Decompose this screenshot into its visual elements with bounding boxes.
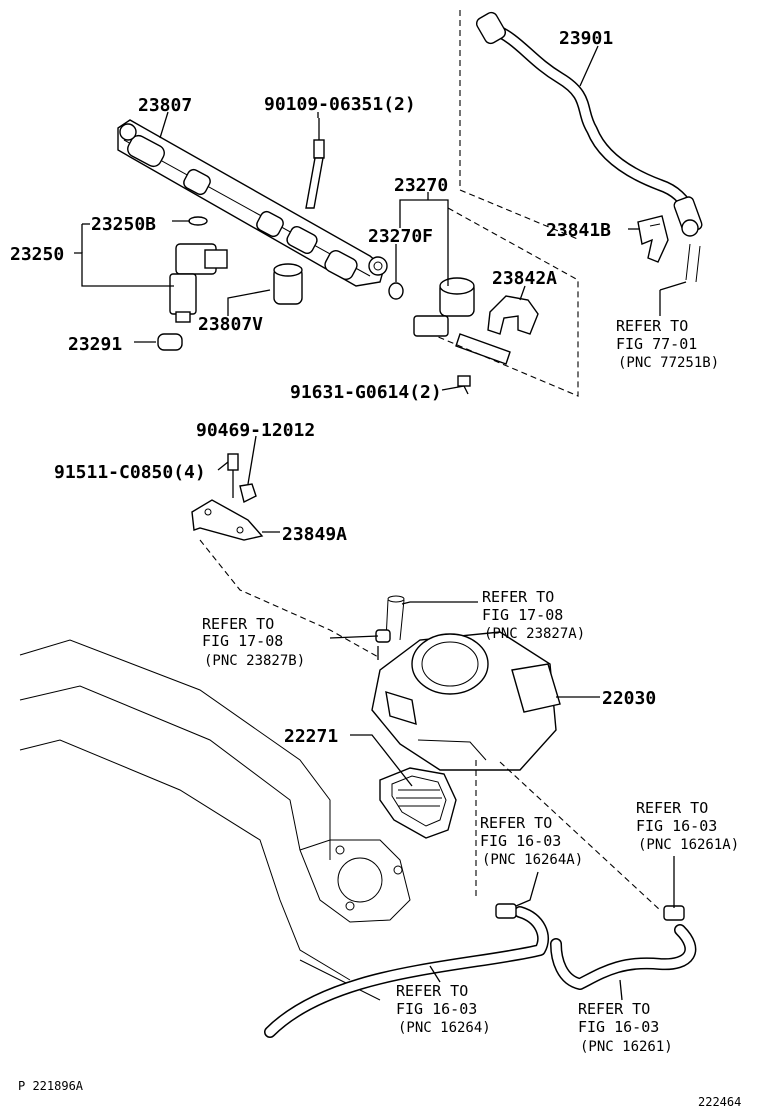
ref-line-3: (PNC 16261A) (638, 837, 739, 853)
ref-line-3: (PNC 23827B) (204, 653, 305, 669)
ref-line-1: REFER TO (202, 615, 274, 633)
ref-line-3: (PNC 16261) (580, 1039, 673, 1055)
intake-manifold (19, 639, 411, 1001)
regulator-23270 (413, 277, 511, 365)
fuel-hose-23901 (475, 11, 703, 237)
label-23270[interactable]: 23270 (394, 175, 448, 196)
label-23807v[interactable]: 23807V (198, 314, 263, 335)
ref-line-1: REFER TO (480, 814, 552, 832)
injector-23250 (169, 243, 228, 323)
throttle-body-22030 (371, 631, 561, 771)
ref-line-2: FIG 17-08 (202, 632, 283, 650)
fuel-rail-23807 (117, 119, 388, 287)
ref-line-3: (PNC 16264) (398, 1020, 491, 1036)
insulator-23807v (273, 263, 303, 305)
label-23250[interactable]: 23250 (10, 244, 64, 265)
seal-23291 (157, 333, 183, 351)
ref-line-3: (PNC 23827A) (484, 626, 585, 642)
footer-left: P 221896A (18, 1079, 84, 1093)
ref-line-1: REFER TO (616, 317, 688, 335)
label-23841b[interactable]: 23841B (546, 220, 611, 241)
label-91511[interactable]: 91511-C0850(4) (54, 462, 206, 483)
coolant-hose-16264 (264, 903, 550, 1038)
ref-fig-17-08-a[interactable]: REFER TO FIG 17-08 (PNC 23827A) (482, 588, 585, 642)
ref-line-2: FIG 17-08 (482, 606, 563, 624)
o-ring-23270f (388, 282, 404, 300)
ref-line-2: FIG 16-03 (480, 832, 561, 850)
ref-line-2: FIG 16-03 (578, 1018, 659, 1036)
bolt-91631 (457, 375, 471, 395)
ref-fig-16-03-d[interactable]: REFER TO FIG 16-03 (PNC 16261) (578, 1000, 673, 1055)
label-22030[interactable]: 22030 (602, 688, 656, 709)
ref-fig-16-03-a[interactable]: REFER TO FIG 16-03 (PNC 16264A) (480, 814, 583, 868)
clip-23841b (637, 215, 669, 263)
ref-fig-16-03-b[interactable]: REFER TO FIG 16-03 (PNC 16261A) (636, 799, 739, 853)
leader-lines (74, 45, 687, 1001)
label-22271[interactable]: 22271 (284, 726, 338, 747)
label-23901[interactable]: 23901 (559, 28, 613, 49)
bolt-90109 (305, 118, 325, 209)
ref-fig-17-08-b[interactable]: REFER TO FIG 17-08 (PNC 23827B) (202, 615, 305, 669)
label-91631[interactable]: 91631-G0614(2) (290, 382, 442, 403)
label-23842a[interactable]: 23842A (492, 268, 557, 289)
clamp-23842a (487, 295, 539, 335)
bracket-23849a (191, 453, 264, 541)
ref-line-2: FIG 16-03 (396, 1000, 477, 1018)
label-23250b[interactable]: 23250B (91, 214, 156, 235)
ref-line-3: (PNC 16264A) (482, 852, 583, 868)
ref-line-1: REFER TO (636, 799, 708, 817)
label-23270f[interactable]: 23270F (368, 226, 433, 247)
ref-line-3: (PNC 77251B) (618, 355, 719, 371)
ref-line-2: FIG 77-01 (616, 335, 697, 353)
gasket-22271 (379, 767, 457, 839)
ref-fig-77-01[interactable]: REFER TO FIG 77-01 (PNC 77251B) (616, 317, 719, 371)
coolant-hose-16261 (550, 905, 697, 990)
label-90109[interactable]: 90109-06351(2) (264, 94, 416, 115)
ref-line-1: REFER TO (482, 588, 554, 606)
ref-fig-16-03-c[interactable]: REFER TO FIG 16-03 (PNC 16264) (396, 982, 491, 1036)
label-23807[interactable]: 23807 (138, 95, 192, 116)
ref-line-1: REFER TO (578, 1000, 650, 1018)
footer-right: 222464 (698, 1095, 741, 1109)
o-ring-23250b (188, 216, 208, 226)
ref-line-1: REFER TO (396, 982, 468, 1000)
label-23291[interactable]: 23291 (68, 334, 122, 355)
label-23849a[interactable]: 23849A (282, 524, 347, 545)
label-90469[interactable]: 90469-12012 (196, 420, 315, 441)
ref-line-2: FIG 16-03 (636, 817, 717, 835)
